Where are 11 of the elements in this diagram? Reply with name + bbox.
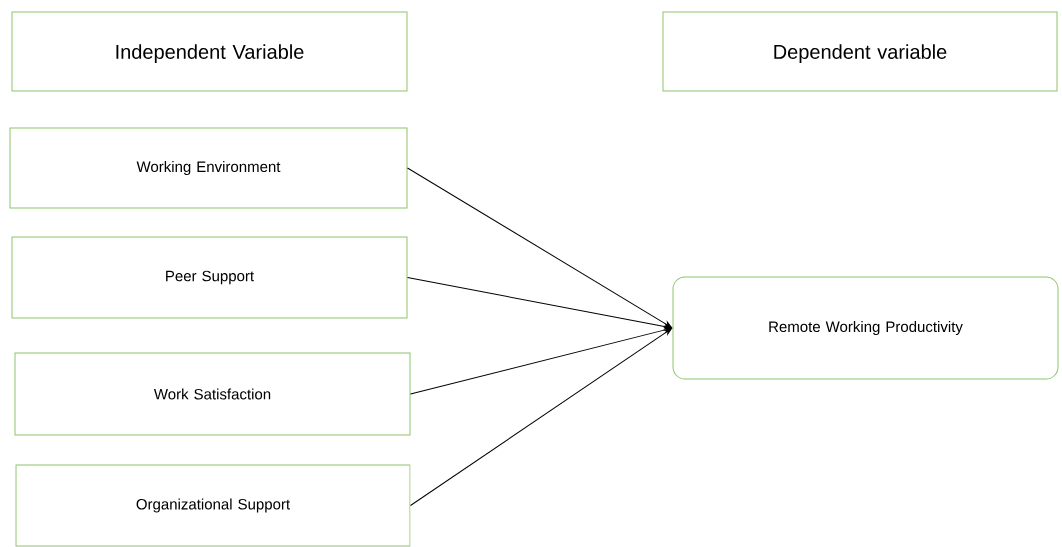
arrow: [407, 277, 672, 330]
variable-box: Organizational Support: [15, 464, 411, 547]
outcome-box: Remote Working Productivity: [672, 276, 1059, 380]
variable-box: Work Satisfaction: [14, 352, 411, 436]
heading-box: Dependent variable: [662, 11, 1058, 92]
variable-box: Working Environment: [9, 127, 408, 209]
heading-box: Independent Variable: [11, 11, 408, 92]
variable-box: Peer Support: [11, 236, 408, 319]
arrow: [407, 167, 672, 328]
arrow: [410, 328, 672, 506]
arrow: [410, 327, 672, 395]
